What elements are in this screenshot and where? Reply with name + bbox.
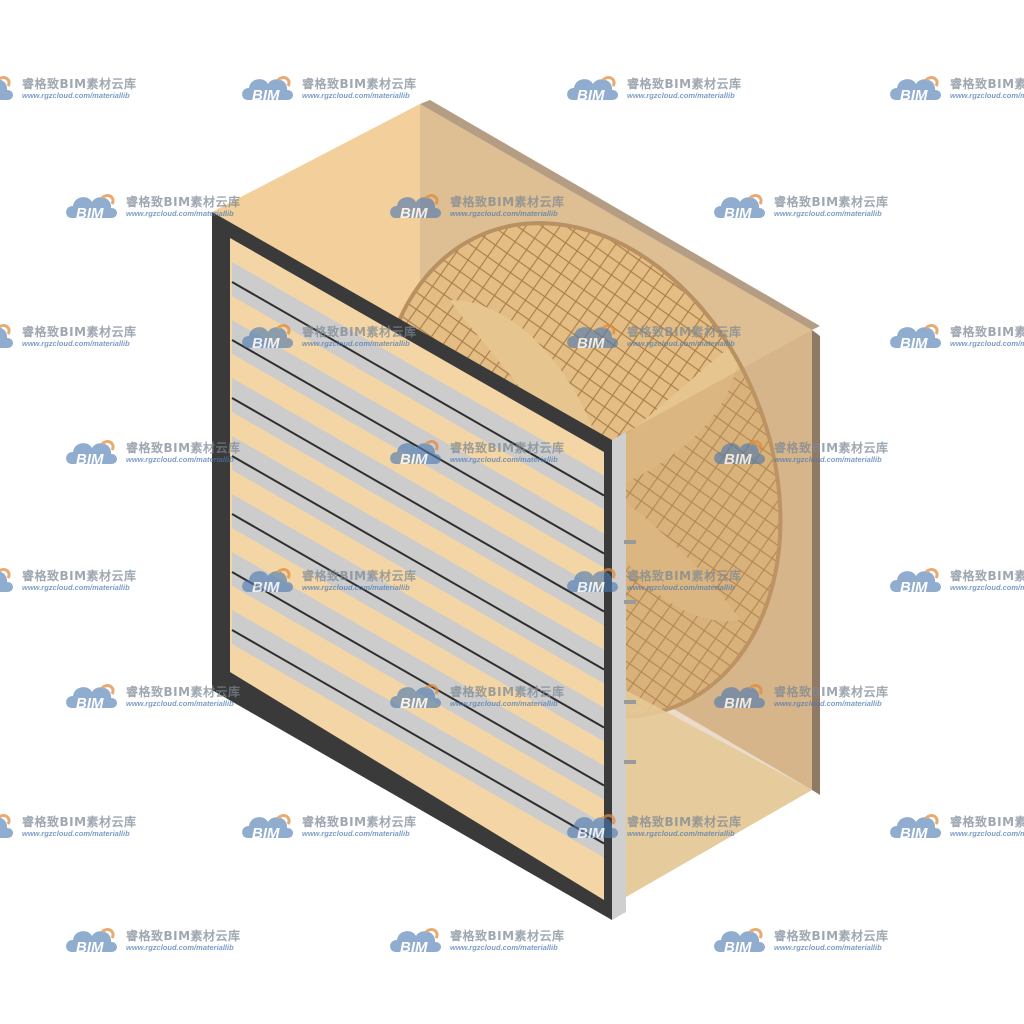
louver-blade <box>232 436 604 684</box>
louver-blade-edge <box>231 455 605 671</box>
brackets <box>624 540 636 764</box>
top-edge-strip <box>420 100 820 330</box>
louver-blade-edge <box>231 629 605 845</box>
housing-right-face <box>612 330 812 905</box>
louver-frame-edge <box>612 432 626 920</box>
louver-blade <box>232 378 604 626</box>
louver-blade <box>232 262 604 510</box>
rear-panel-edge <box>812 330 820 795</box>
louver-blade-edge <box>231 397 605 613</box>
louver-blade-edge <box>231 513 605 729</box>
louver-blade <box>232 552 604 800</box>
louver-blade-edge <box>231 281 605 497</box>
louver-blade <box>232 494 604 742</box>
louver-blade <box>232 610 604 858</box>
louver-blade-edge <box>231 571 605 787</box>
louver-shutter <box>212 212 626 920</box>
